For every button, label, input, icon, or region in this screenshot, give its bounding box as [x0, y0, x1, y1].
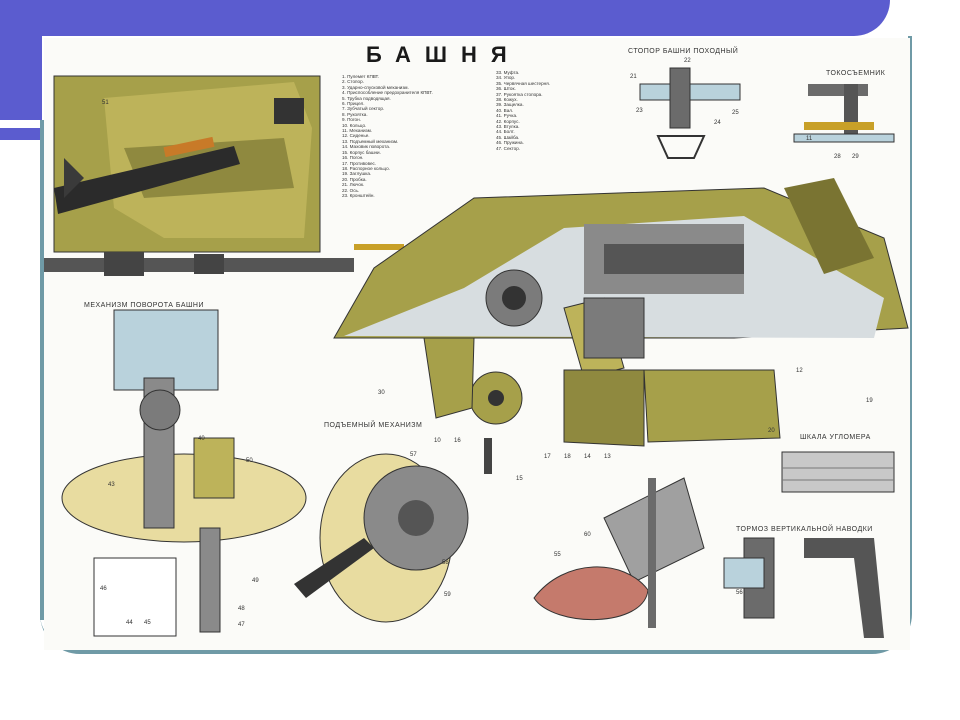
callout: 20 — [768, 428, 775, 434]
callout: 56 — [736, 590, 743, 596]
callout: 17 — [544, 454, 551, 460]
elevation-mechanism — [294, 453, 469, 623]
legend-item: 46. Пружина. — [496, 140, 524, 146]
gun-mount-inset — [53, 75, 321, 253]
legend-item: 5. Трубка подводящая. — [342, 95, 391, 101]
callout: 15 — [516, 476, 523, 482]
callout: 28 — [834, 154, 841, 160]
slide-top-band — [0, 0, 890, 36]
scale-title: ШКАЛА УГЛОМЕРА — [800, 434, 871, 441]
callout: 24 — [714, 120, 721, 126]
legend-item: 42. Корпус. — [496, 118, 520, 124]
callout: 16 — [454, 438, 461, 444]
callout: 21 — [630, 74, 637, 80]
callout: 59 — [444, 592, 451, 598]
rotation-mechanism — [61, 309, 307, 637]
callout: 13 — [604, 454, 611, 460]
brake-detail — [723, 537, 884, 638]
legend-left: 1. Пулемет КПВТ. 2. Стопор. 3. Ударно-сп… — [342, 74, 433, 198]
legend-item: 15. Корпус башни. — [342, 149, 381, 155]
callout: 40 — [198, 436, 205, 442]
legend-right: 33. Муфта. 34. Упор. 35. Червячная шесте… — [496, 70, 550, 151]
legend-item: 38. Кожух. — [496, 97, 518, 103]
legend-item: 14. Маховик поворота. — [342, 144, 391, 150]
turret-cutaway — [333, 178, 909, 474]
callout: 23 — [636, 108, 643, 114]
seat-detail — [533, 477, 705, 628]
slide-frame — [40, 36, 912, 654]
callout: 14 — [584, 454, 591, 460]
callout: 10 — [434, 438, 441, 444]
legend-item: 19. Заглушка. — [342, 171, 372, 177]
stopper-detail — [639, 67, 741, 159]
legend-item: 7. Зубчатый сектор. — [342, 106, 385, 112]
legend-item: 35. Червячная шестерня. — [496, 80, 550, 86]
legend-item: 9. Погон. — [342, 117, 361, 123]
callout: 47 — [238, 622, 245, 628]
collector-detail — [793, 84, 895, 143]
callout: 44 — [126, 620, 133, 626]
legend-item: 36. Шток. — [496, 86, 516, 92]
legend-item: 44. Болт. — [496, 129, 515, 135]
callout: 19 — [866, 398, 873, 404]
legend-item: 1. Пулемет КПВТ. — [342, 74, 380, 79]
legend-item: 21. Лючок. — [342, 182, 365, 188]
legend-item: 17. Противовес. — [342, 160, 377, 166]
gun-barrel — [44, 244, 404, 276]
legend-item: 37. Рукоятка стопора. — [496, 91, 543, 97]
elevation-title: ПОДЪЕМНЫЙ МЕХАНИЗМ — [324, 422, 423, 429]
rotation-title: МЕХАНИЗМ ПОВОРОТА БАШНИ — [84, 302, 205, 309]
legend-item: 8. Рукоятка. — [342, 111, 368, 117]
callout: 60 — [584, 532, 591, 538]
legend-item: 39. Защелка. — [496, 102, 524, 108]
legend-item: 12. Сиденье. — [342, 133, 370, 139]
legend-item: 10. Кольцо. — [342, 122, 367, 128]
callout: 58 — [442, 560, 449, 566]
callout: 50 — [246, 458, 253, 464]
callout: 51 — [102, 100, 109, 106]
callout: 45 — [144, 620, 151, 626]
callout: 30 — [378, 390, 385, 396]
legend-item: 3. Ударно-спусковой механизм. — [342, 84, 409, 90]
poster-illustration — [44, 67, 909, 638]
legend-item: 2. Стопор. — [342, 79, 364, 85]
legend-item: 41. Ручка. — [496, 113, 518, 119]
turret-poster: БАШНЯ СТОПОР БАШНИ ПОХОДНЫЙ ТОКОСЪЕМНИК … — [44, 38, 910, 650]
legend-item: 6. Прицел. — [342, 101, 365, 107]
legend-item: 33. Муфта. — [496, 70, 520, 75]
callout: 48 — [238, 606, 245, 612]
callout: 57 — [410, 452, 417, 458]
legend-item: 34. Упор. — [496, 75, 516, 81]
legend-item: 16. Погон. — [342, 155, 364, 161]
legend-item: 45. Шайба. — [496, 134, 520, 140]
slide-left-stripe — [0, 128, 42, 140]
callout: 18 — [564, 454, 571, 460]
callout: 43 — [108, 482, 115, 488]
stopper-title: СТОПОР БАШНИ ПОХОДНЫЙ — [628, 48, 739, 55]
callout: 49 — [252, 578, 259, 584]
legend-item: 22. Ось. — [342, 187, 360, 193]
collector-title: ТОКОСЪЕМНИК — [826, 70, 886, 77]
legend-item: 4. Приспособление предохранителя КПВТ. — [342, 90, 433, 96]
legend-item: 20. Пробка. — [342, 176, 367, 182]
brake-title: ТОРМОЗ ВЕРТИКАЛЬНОЙ НАВОДКИ — [736, 526, 873, 533]
callout: 25 — [732, 110, 739, 116]
slide-frame-left — [40, 120, 44, 620]
legend-item: 40. Вал. — [496, 107, 514, 113]
legend-item: 23. Кронштейн. — [342, 192, 375, 198]
callout: 12 — [796, 368, 803, 374]
legend-item: 47. Сектор. — [496, 145, 521, 151]
callout: 29 — [852, 154, 859, 160]
legend-item: 11. Механизм. — [342, 128, 373, 134]
legend-item: 43. Втулка. — [496, 124, 520, 130]
callout: 11 — [806, 136, 813, 142]
poster-title: БАШНЯ — [366, 42, 521, 67]
scale-detail — [781, 451, 895, 493]
slide-left-band — [0, 0, 42, 120]
legend-item: 18. Распорное кольцо. — [342, 165, 390, 171]
legend-item: 13. Подъемный механизм. — [342, 138, 399, 144]
callout: 22 — [684, 58, 691, 64]
callout: 46 — [100, 586, 107, 592]
callout: 55 — [554, 552, 561, 558]
